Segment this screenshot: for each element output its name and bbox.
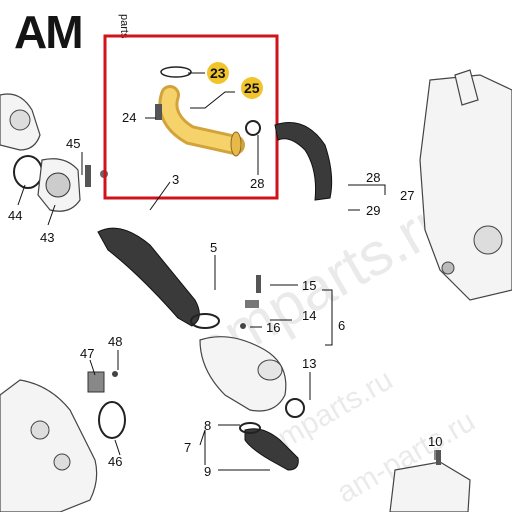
callout-15: 15: [302, 278, 316, 293]
callout-46: 46: [108, 454, 122, 469]
leader-lines: [17, 72, 436, 471]
component-10: [389, 461, 471, 512]
intake-hose: [97, 227, 200, 327]
callout-44: 44: [8, 208, 22, 223]
callout-8: 8: [204, 418, 211, 433]
callout-23: 23: [210, 65, 226, 81]
callout-23-badge: [207, 62, 229, 84]
callout-14: 14: [302, 308, 316, 323]
callout-9: 9: [204, 464, 211, 479]
callout-28-top: 28: [250, 176, 264, 191]
callout-5: 5: [210, 240, 217, 255]
highlight-frame: [103, 34, 279, 200]
callout-10: 10: [428, 434, 442, 449]
coolant-pipe-highlighted: [155, 66, 333, 201]
callout-16: 16: [266, 320, 280, 335]
callout-28-right: 28: [366, 170, 380, 185]
callout-29: 29: [366, 203, 380, 218]
lower-hose: [244, 428, 299, 471]
callout-43: 43: [40, 230, 54, 245]
callout-13: 13: [302, 356, 316, 371]
logo-main-text: AM: [14, 6, 82, 58]
engine-block-right: [419, 74, 512, 301]
callout-6: 6: [338, 318, 345, 333]
am-parts-logo: AM parts: [14, 6, 130, 58]
callout-25: 25: [244, 80, 260, 96]
connector-pipe: [199, 336, 287, 412]
callout-48: 48: [108, 334, 122, 349]
callout-25-badge: [241, 77, 263, 99]
callout-3: 3: [172, 172, 179, 187]
logo-sub-text: parts: [118, 14, 130, 39]
throttle-housing-left: [0, 93, 108, 212]
callout-27: 27: [400, 188, 414, 203]
intake-manifold: [0, 379, 98, 512]
callout-24: 24: [122, 110, 136, 125]
callout-45: 45: [66, 136, 80, 151]
callout-47: 47: [80, 346, 94, 361]
callout-7: 7: [184, 440, 191, 455]
